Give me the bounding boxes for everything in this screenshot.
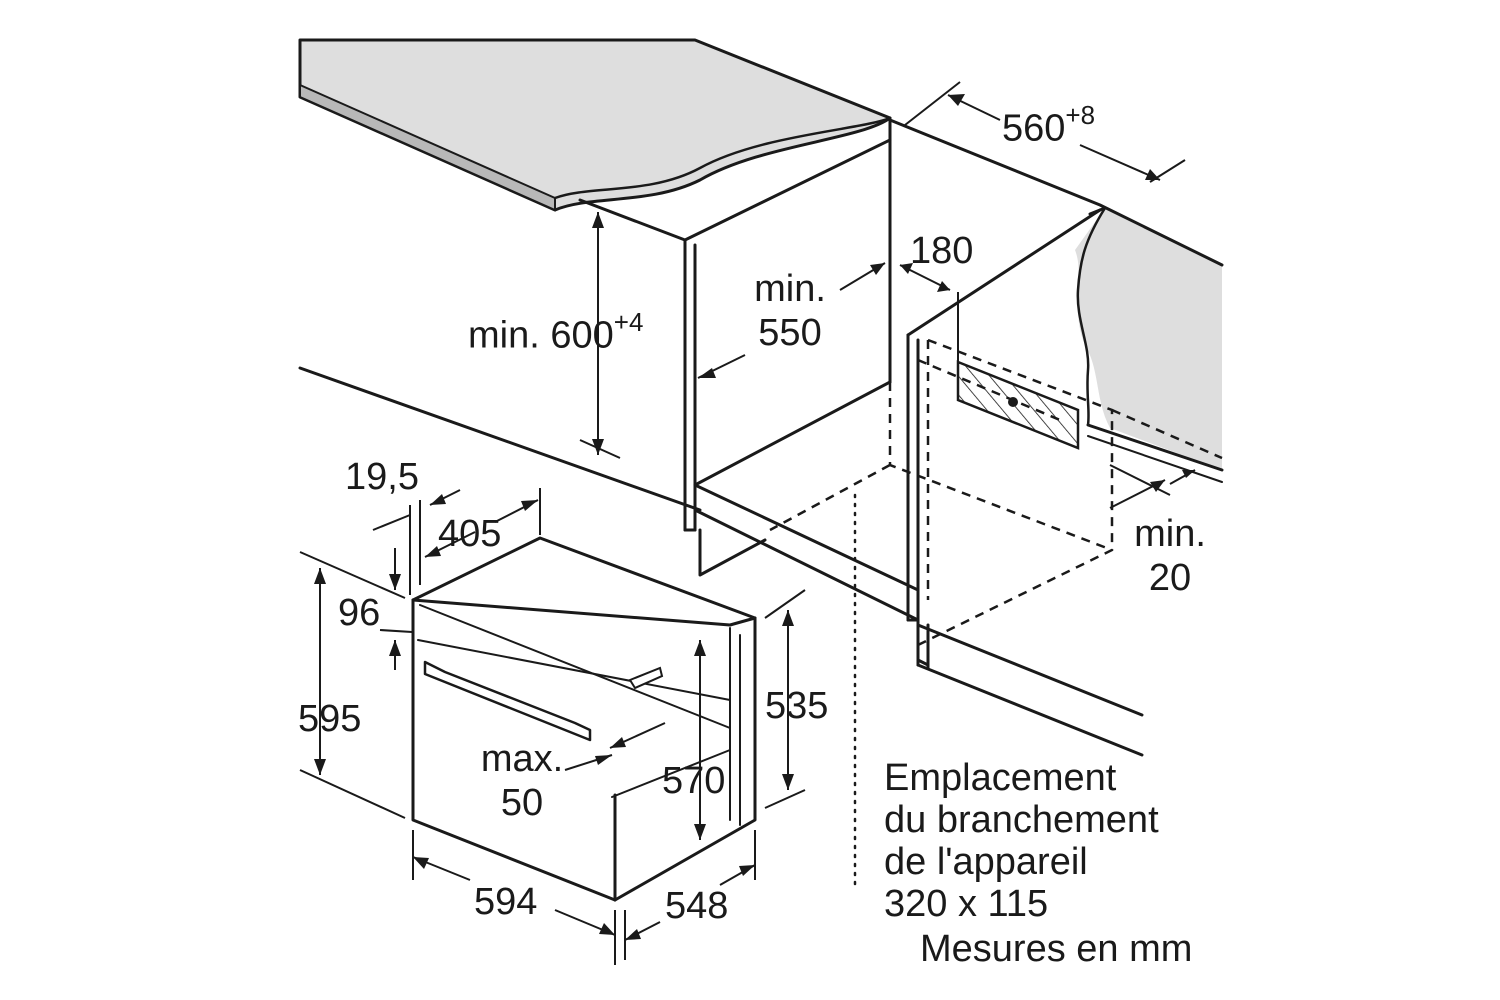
oven-height-label: 595 [298, 698, 362, 740]
niche-depth-label: min. 550 [754, 268, 826, 354]
dimension-lines [299, 81, 1196, 965]
note-line-2: du branchement [884, 799, 1159, 841]
top-panel-label: 96 [338, 592, 381, 634]
oven-width-label: 594 [474, 881, 538, 923]
body-height-label: 570 [662, 760, 726, 802]
door-projection-label: max. 50 [480, 738, 564, 824]
niche-width-label: 560+8 [1002, 100, 1096, 150]
oven-depth-label: 548 [665, 885, 729, 927]
units-note: Mesures en mm [920, 928, 1193, 970]
note-line-3: de l'appareil [884, 841, 1088, 883]
depth-to-panel-label: 405 [438, 513, 502, 555]
connection-box [956, 360, 1080, 450]
note-line-4: 320 x 115 [884, 883, 1049, 925]
oven [411, 536, 757, 902]
connection-note: Emplacement du branchement de l'appareil… [884, 757, 1159, 925]
side-gap-label: min. 20 [1134, 513, 1206, 599]
cabinet-niche [298, 116, 1224, 757]
note-line-1: Emplacement [884, 757, 1117, 799]
niche-height-label: min. 600+4 [468, 307, 644, 357]
countertop-right [1075, 206, 1224, 483]
countertop-left [298, 38, 892, 212]
panel-offset-label: 19,5 [345, 456, 419, 498]
vent-gap-label: 180 [910, 230, 974, 272]
rear-height-label: 535 [765, 685, 829, 727]
